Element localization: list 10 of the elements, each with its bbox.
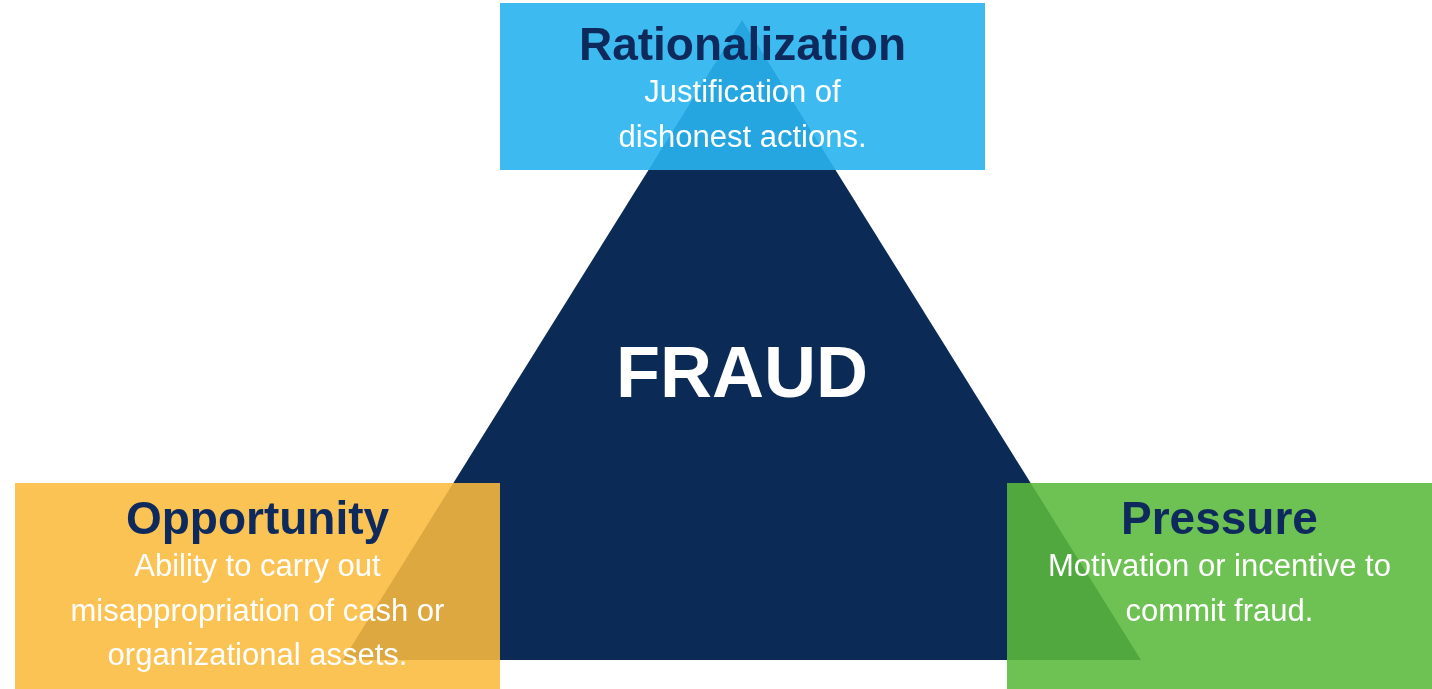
heading-text: Rationalization bbox=[578, 19, 907, 70]
element-card bbox=[1007, 483, 1432, 689]
description-text: Motivation or incentive to commit fraud. bbox=[1047, 546, 1392, 630]
description-text: Ability to carry out misappropriation of cash or organizational assets. bbox=[69, 546, 446, 675]
element-card bbox=[15, 483, 500, 689]
description-text: Justification of dishonest actions. bbox=[617, 72, 868, 156]
heading-text: Opportunity bbox=[125, 493, 390, 544]
heading-text: Pressure bbox=[1121, 493, 1318, 544]
center-label: FRAUD bbox=[616, 331, 868, 413]
element-card bbox=[500, 3, 985, 170]
